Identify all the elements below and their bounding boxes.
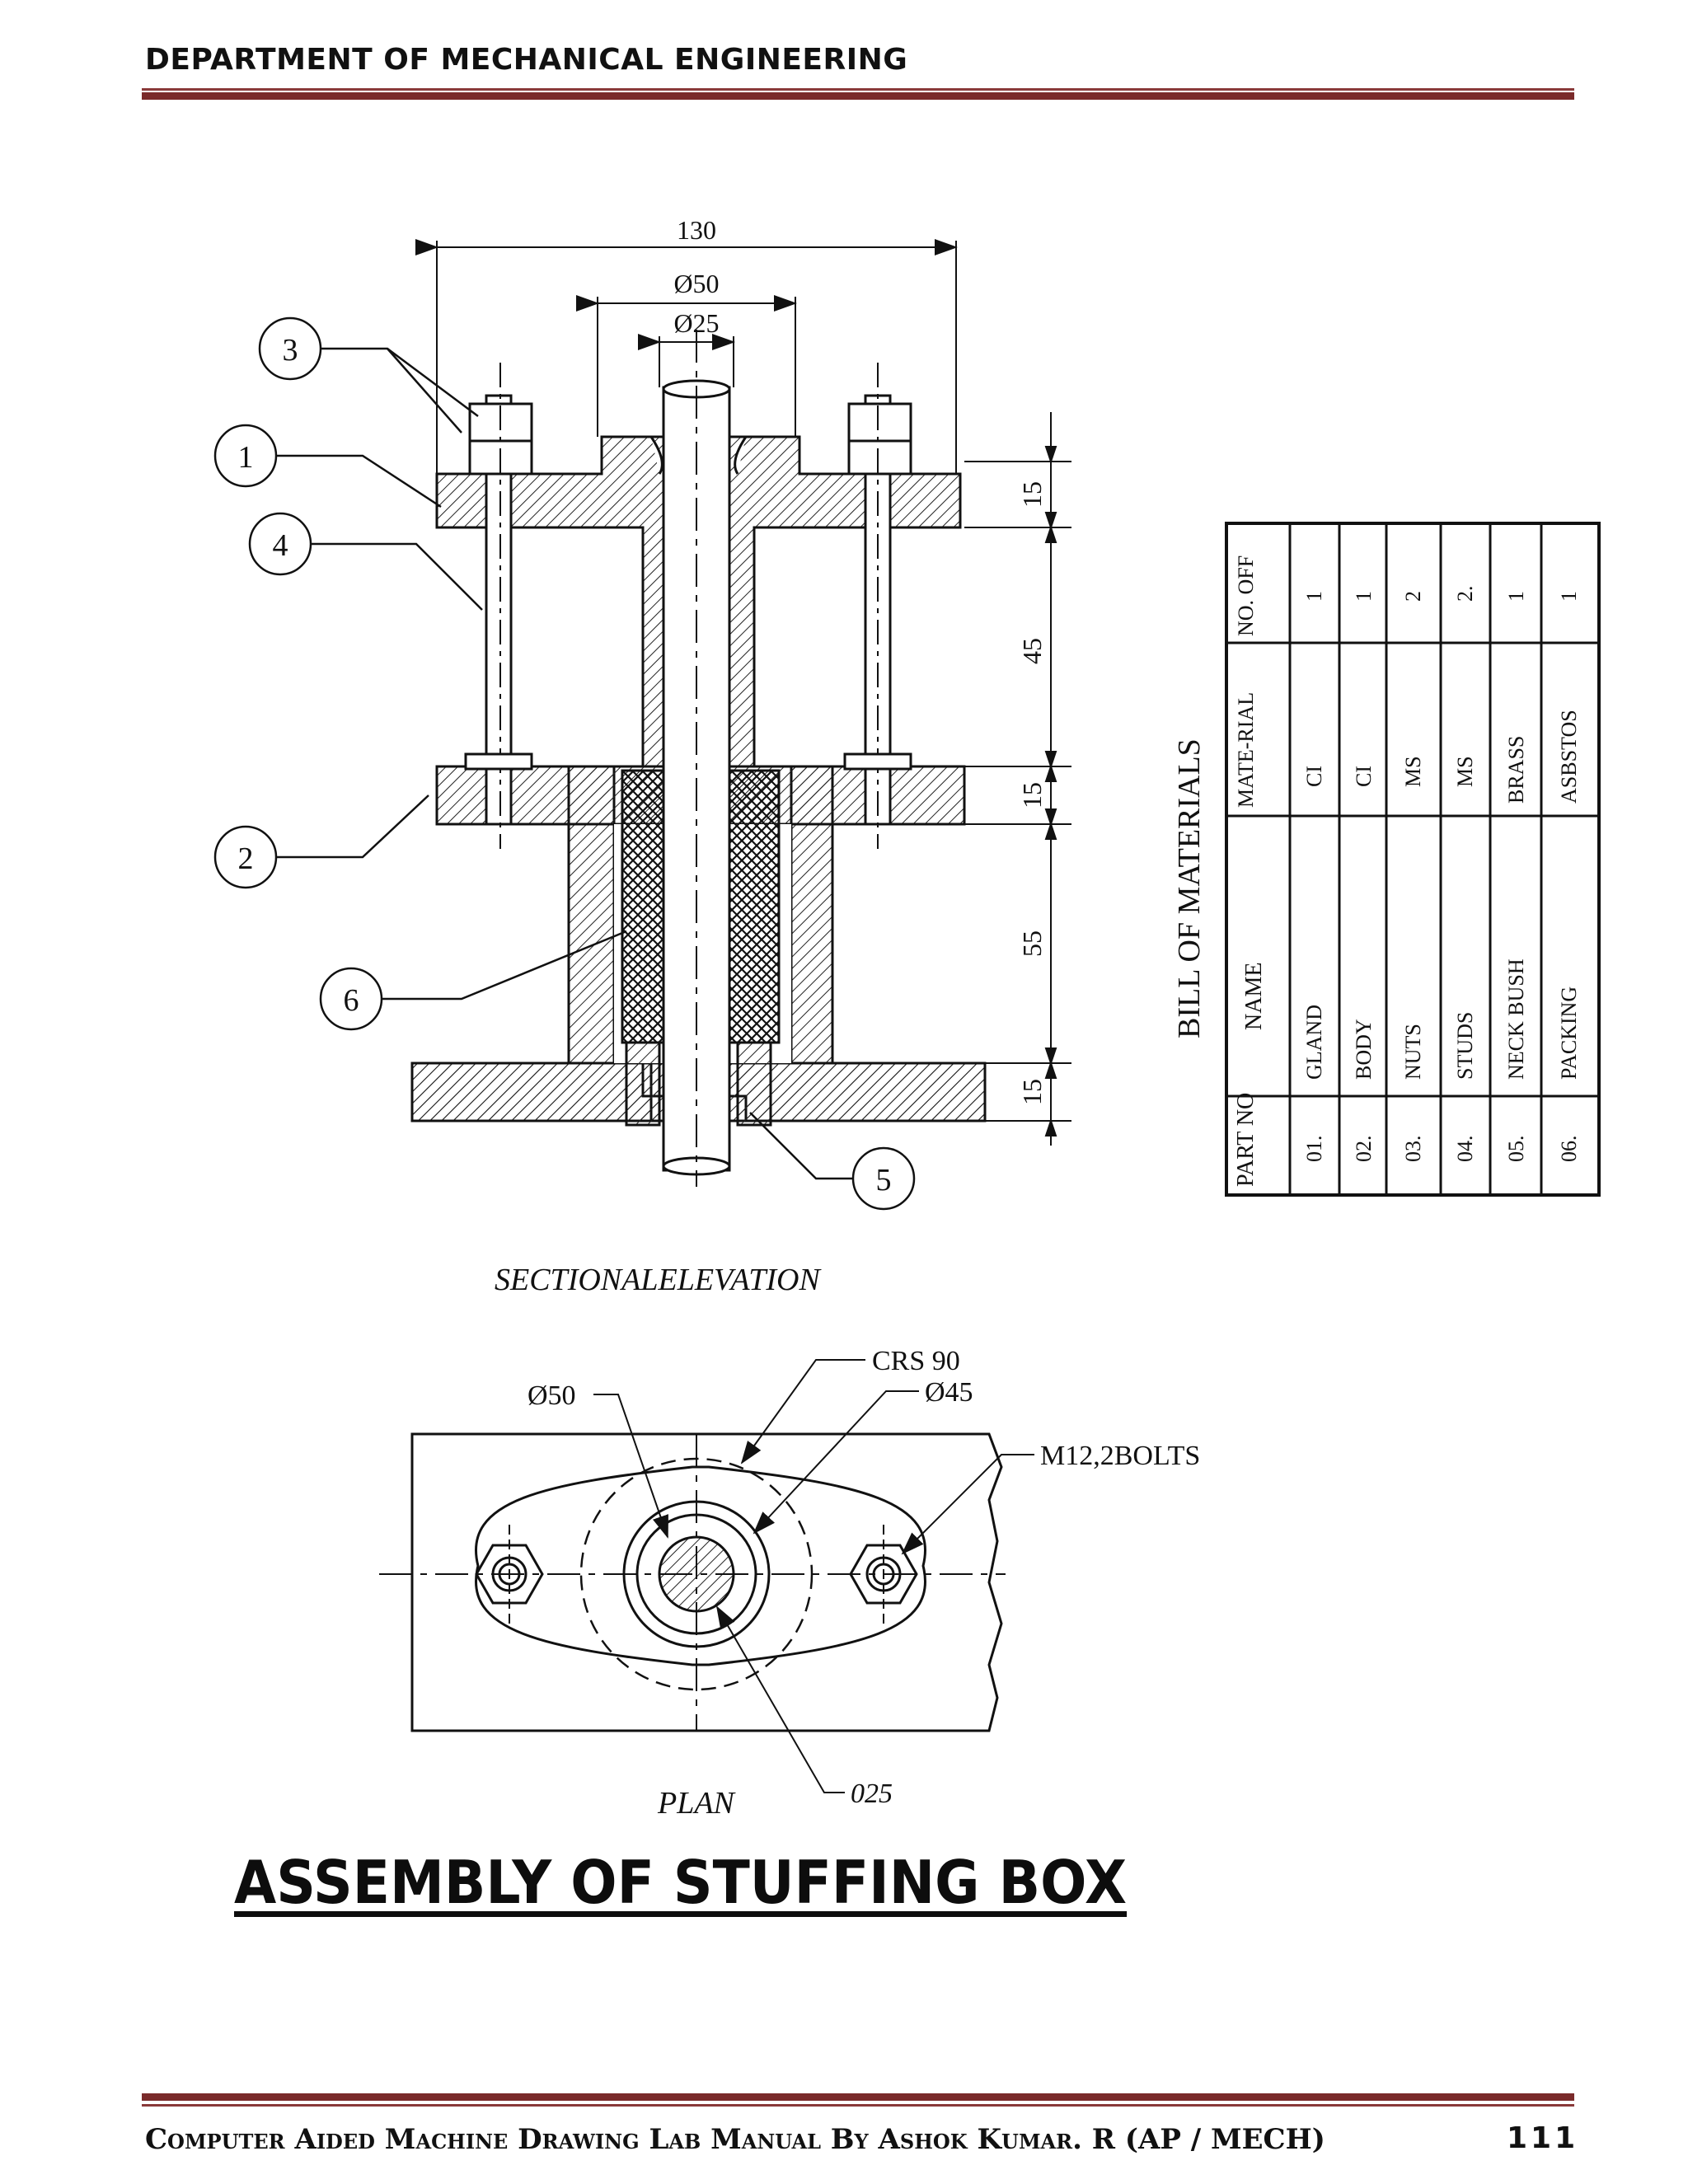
svg-text:GLAND: GLAND bbox=[1302, 1005, 1326, 1080]
plan-callout-labels: CRS 90 Ø45 Ø50 M12,2BOLTS 025 bbox=[528, 1346, 1200, 1809]
svg-text:BRASS: BRASS bbox=[1504, 736, 1528, 804]
svg-text:2: 2 bbox=[238, 841, 254, 876]
dim-dia-25: Ø25 bbox=[673, 308, 719, 338]
svg-text:06.: 06. bbox=[1557, 1136, 1581, 1163]
callout-d45: Ø45 bbox=[925, 1377, 973, 1408]
svg-text:4: 4 bbox=[273, 528, 288, 563]
footer-rule-thick bbox=[142, 2093, 1574, 2101]
elevation-dimension-labels: 130 Ø50 Ø25 15 45 15 55 15 bbox=[673, 215, 1047, 1105]
department-header: DEPARTMENT OF MECHANICAL ENGINEERING bbox=[145, 43, 908, 77]
bom-header-name: NAME bbox=[1241, 963, 1267, 1030]
svg-text:03.: 03. bbox=[1401, 1136, 1425, 1163]
svg-text:CI: CI bbox=[1352, 766, 1376, 787]
bom-rows: 01. GLAND CI 1 02. BODY CI 1 03. NUTS MS… bbox=[1302, 586, 1581, 1163]
svg-text:2.: 2. bbox=[1453, 586, 1477, 602]
dim-130: 130 bbox=[677, 215, 716, 245]
svg-text:1: 1 bbox=[1504, 591, 1528, 602]
part-balloons bbox=[213, 316, 916, 1211]
svg-text:1: 1 bbox=[1557, 591, 1581, 602]
svg-text:MS: MS bbox=[1401, 756, 1425, 787]
bill-of-materials: BILL OF MATERIALS PART NO NAME MATE-RIAL… bbox=[1172, 522, 1601, 1197]
assembly-title: ASSEMBLY OF STUFFING BOX bbox=[234, 1848, 1128, 1917]
svg-text:1: 1 bbox=[1352, 591, 1376, 602]
dim-15-a: 15 bbox=[1017, 481, 1047, 508]
svg-text:MS: MS bbox=[1453, 756, 1477, 787]
elevation-dimensions bbox=[415, 239, 1071, 1146]
svg-text:6: 6 bbox=[344, 983, 359, 1018]
svg-text:02.: 02. bbox=[1352, 1136, 1376, 1163]
footer-text: Computer Aided Machine Drawing Lab Manua… bbox=[145, 2123, 1325, 2156]
plan-view bbox=[379, 1432, 1006, 1732]
callout-d50: Ø50 bbox=[528, 1380, 576, 1411]
svg-text:01.: 01. bbox=[1302, 1136, 1326, 1163]
svg-text:3: 3 bbox=[283, 333, 298, 368]
bom-header-material: MATE-RIAL bbox=[1234, 692, 1258, 808]
svg-text:1: 1 bbox=[1302, 591, 1326, 602]
svg-text:BODY: BODY bbox=[1352, 1019, 1376, 1080]
dim-45: 45 bbox=[1017, 638, 1047, 664]
sectional-elevation bbox=[410, 330, 987, 1187]
callout-d25: 025 bbox=[851, 1779, 893, 1809]
svg-text:CI: CI bbox=[1302, 766, 1326, 787]
dim-dia-50: Ø50 bbox=[673, 269, 719, 298]
svg-text:NUTS: NUTS bbox=[1401, 1024, 1425, 1080]
svg-text:PACKING: PACKING bbox=[1557, 987, 1581, 1080]
svg-text:ASBSTOS: ASBSTOS bbox=[1557, 710, 1581, 804]
left-hex-nut bbox=[475, 1544, 544, 1605]
svg-text:1: 1 bbox=[238, 440, 254, 475]
neck-bush bbox=[625, 1041, 661, 1127]
header-rule-thick bbox=[142, 92, 1574, 100]
svg-text:STUDS: STUDS bbox=[1453, 1012, 1477, 1080]
svg-text:2: 2 bbox=[1401, 591, 1425, 602]
svg-text:5: 5 bbox=[876, 1163, 892, 1197]
balloon-labels: 3 1 4 2 6 5 bbox=[238, 333, 892, 1197]
callout-crs-90: CRS 90 bbox=[872, 1346, 960, 1376]
dim-55: 55 bbox=[1017, 930, 1047, 957]
plan-leaders bbox=[593, 1359, 1034, 1793]
footer-rule-thin bbox=[142, 2104, 1574, 2107]
callout-m12-bolts: M12,2BOLTS bbox=[1040, 1441, 1200, 1471]
bom-header-no-off: NO. OFF bbox=[1234, 555, 1258, 636]
svg-text:04.: 04. bbox=[1453, 1136, 1477, 1163]
page-number: 111 bbox=[1507, 2121, 1579, 2155]
plan-caption: PLAN bbox=[657, 1786, 737, 1821]
dim-15-b: 15 bbox=[1017, 782, 1047, 808]
gland-outline bbox=[475, 1465, 926, 1666]
bom-header-part-no: PART NO bbox=[1233, 1093, 1259, 1187]
elevation-caption: SECTIONALELEVATION bbox=[495, 1263, 822, 1297]
svg-text:05.: 05. bbox=[1504, 1136, 1528, 1163]
bom-title: BILL OF MATERIALS bbox=[1172, 738, 1207, 1038]
header-rule-thin bbox=[142, 88, 1574, 91]
svg-text:NECK BUSH: NECK BUSH bbox=[1504, 958, 1528, 1080]
dim-15-c: 15 bbox=[1017, 1079, 1047, 1105]
